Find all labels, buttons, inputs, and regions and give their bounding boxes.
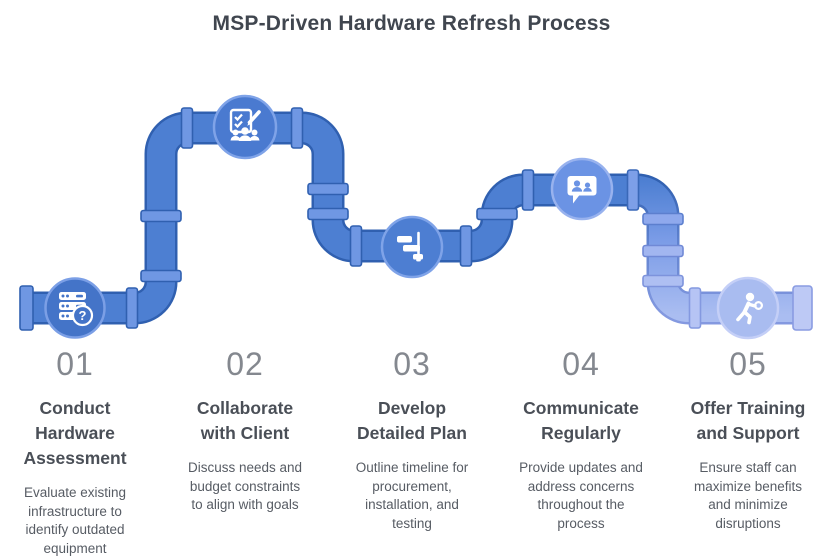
- step-2-column: 02 Collaborate with Client Discuss needs…: [167, 346, 323, 515]
- step-4-node: [550, 157, 614, 221]
- step-5-column: 05 Offer Training and Support Ensure sta…: [670, 346, 823, 533]
- pipe-flange: [642, 244, 684, 258]
- chat-people-icon: [567, 176, 597, 204]
- step-1-node: ?: [44, 277, 106, 339]
- step-4-column: 04 Communicate Regularly Provide updates…: [503, 346, 659, 533]
- step-4-title: Communicate Regularly: [523, 398, 639, 443]
- pipe-flange: [140, 269, 182, 283]
- step-5-description: Ensure staff can maximize benefits and m…: [693, 460, 803, 531]
- server-question-icon: ?: [59, 292, 94, 327]
- training-person-icon: [736, 292, 764, 325]
- pipe-flange: [307, 207, 349, 221]
- step-5-node: [716, 276, 780, 340]
- step-5-number: 05: [729, 346, 767, 382]
- pipe-flange: [688, 287, 702, 329]
- gantt-chart-icon: [397, 231, 423, 262]
- pipe-flange: [521, 169, 535, 211]
- pipe-flange: [307, 182, 349, 196]
- pipe-flange: [642, 212, 684, 226]
- step-3-description: Outline timeline for procurement, instal…: [355, 460, 469, 531]
- pipe-flange: [476, 207, 518, 221]
- step-1-description: Evaluate existing infrastructure to iden…: [23, 485, 127, 556]
- pipe-flange: [140, 209, 182, 223]
- pipe-flange: [349, 225, 363, 267]
- step-1-column: 01 Conduct Hardware Assessment Evaluate …: [0, 346, 153, 556]
- checklist-people-icon: [229, 108, 261, 141]
- pipe-flange: [180, 107, 194, 149]
- svg-text:?: ?: [79, 308, 87, 323]
- pipe-flanges: [125, 107, 702, 329]
- page-title: MSP-Driven Hardware Refresh Process: [212, 12, 611, 35]
- step-5-title: Offer Training and Support: [690, 398, 806, 443]
- step-1-title: Conduct Hardware Assessment: [23, 398, 127, 468]
- step-2-number: 02: [226, 346, 264, 382]
- pipe-flange: [290, 107, 304, 149]
- step-2-node: [212, 94, 278, 160]
- pipe-end-cap-left: [19, 285, 34, 331]
- step-3-number: 03: [393, 346, 431, 382]
- step-2-title: Collaborate with Client: [196, 398, 294, 443]
- pipe-flange: [626, 169, 640, 211]
- step-1-number: 01: [56, 346, 94, 382]
- step-3-title: Develop Detailed Plan: [357, 398, 467, 443]
- step-3-node: [380, 215, 444, 279]
- pipe-flange: [642, 274, 684, 288]
- pipe-flange: [459, 225, 473, 267]
- step-3-column: 03 Develop Detailed Plan Outline timelin…: [334, 346, 490, 533]
- step-4-description: Provide updates and address concerns thr…: [519, 460, 643, 531]
- pipe-end-cap-right: [792, 285, 813, 331]
- step-2-description: Discuss needs and budget constraints to …: [187, 460, 303, 512]
- pipe-flange: [125, 287, 139, 329]
- step-4-number: 04: [562, 346, 600, 382]
